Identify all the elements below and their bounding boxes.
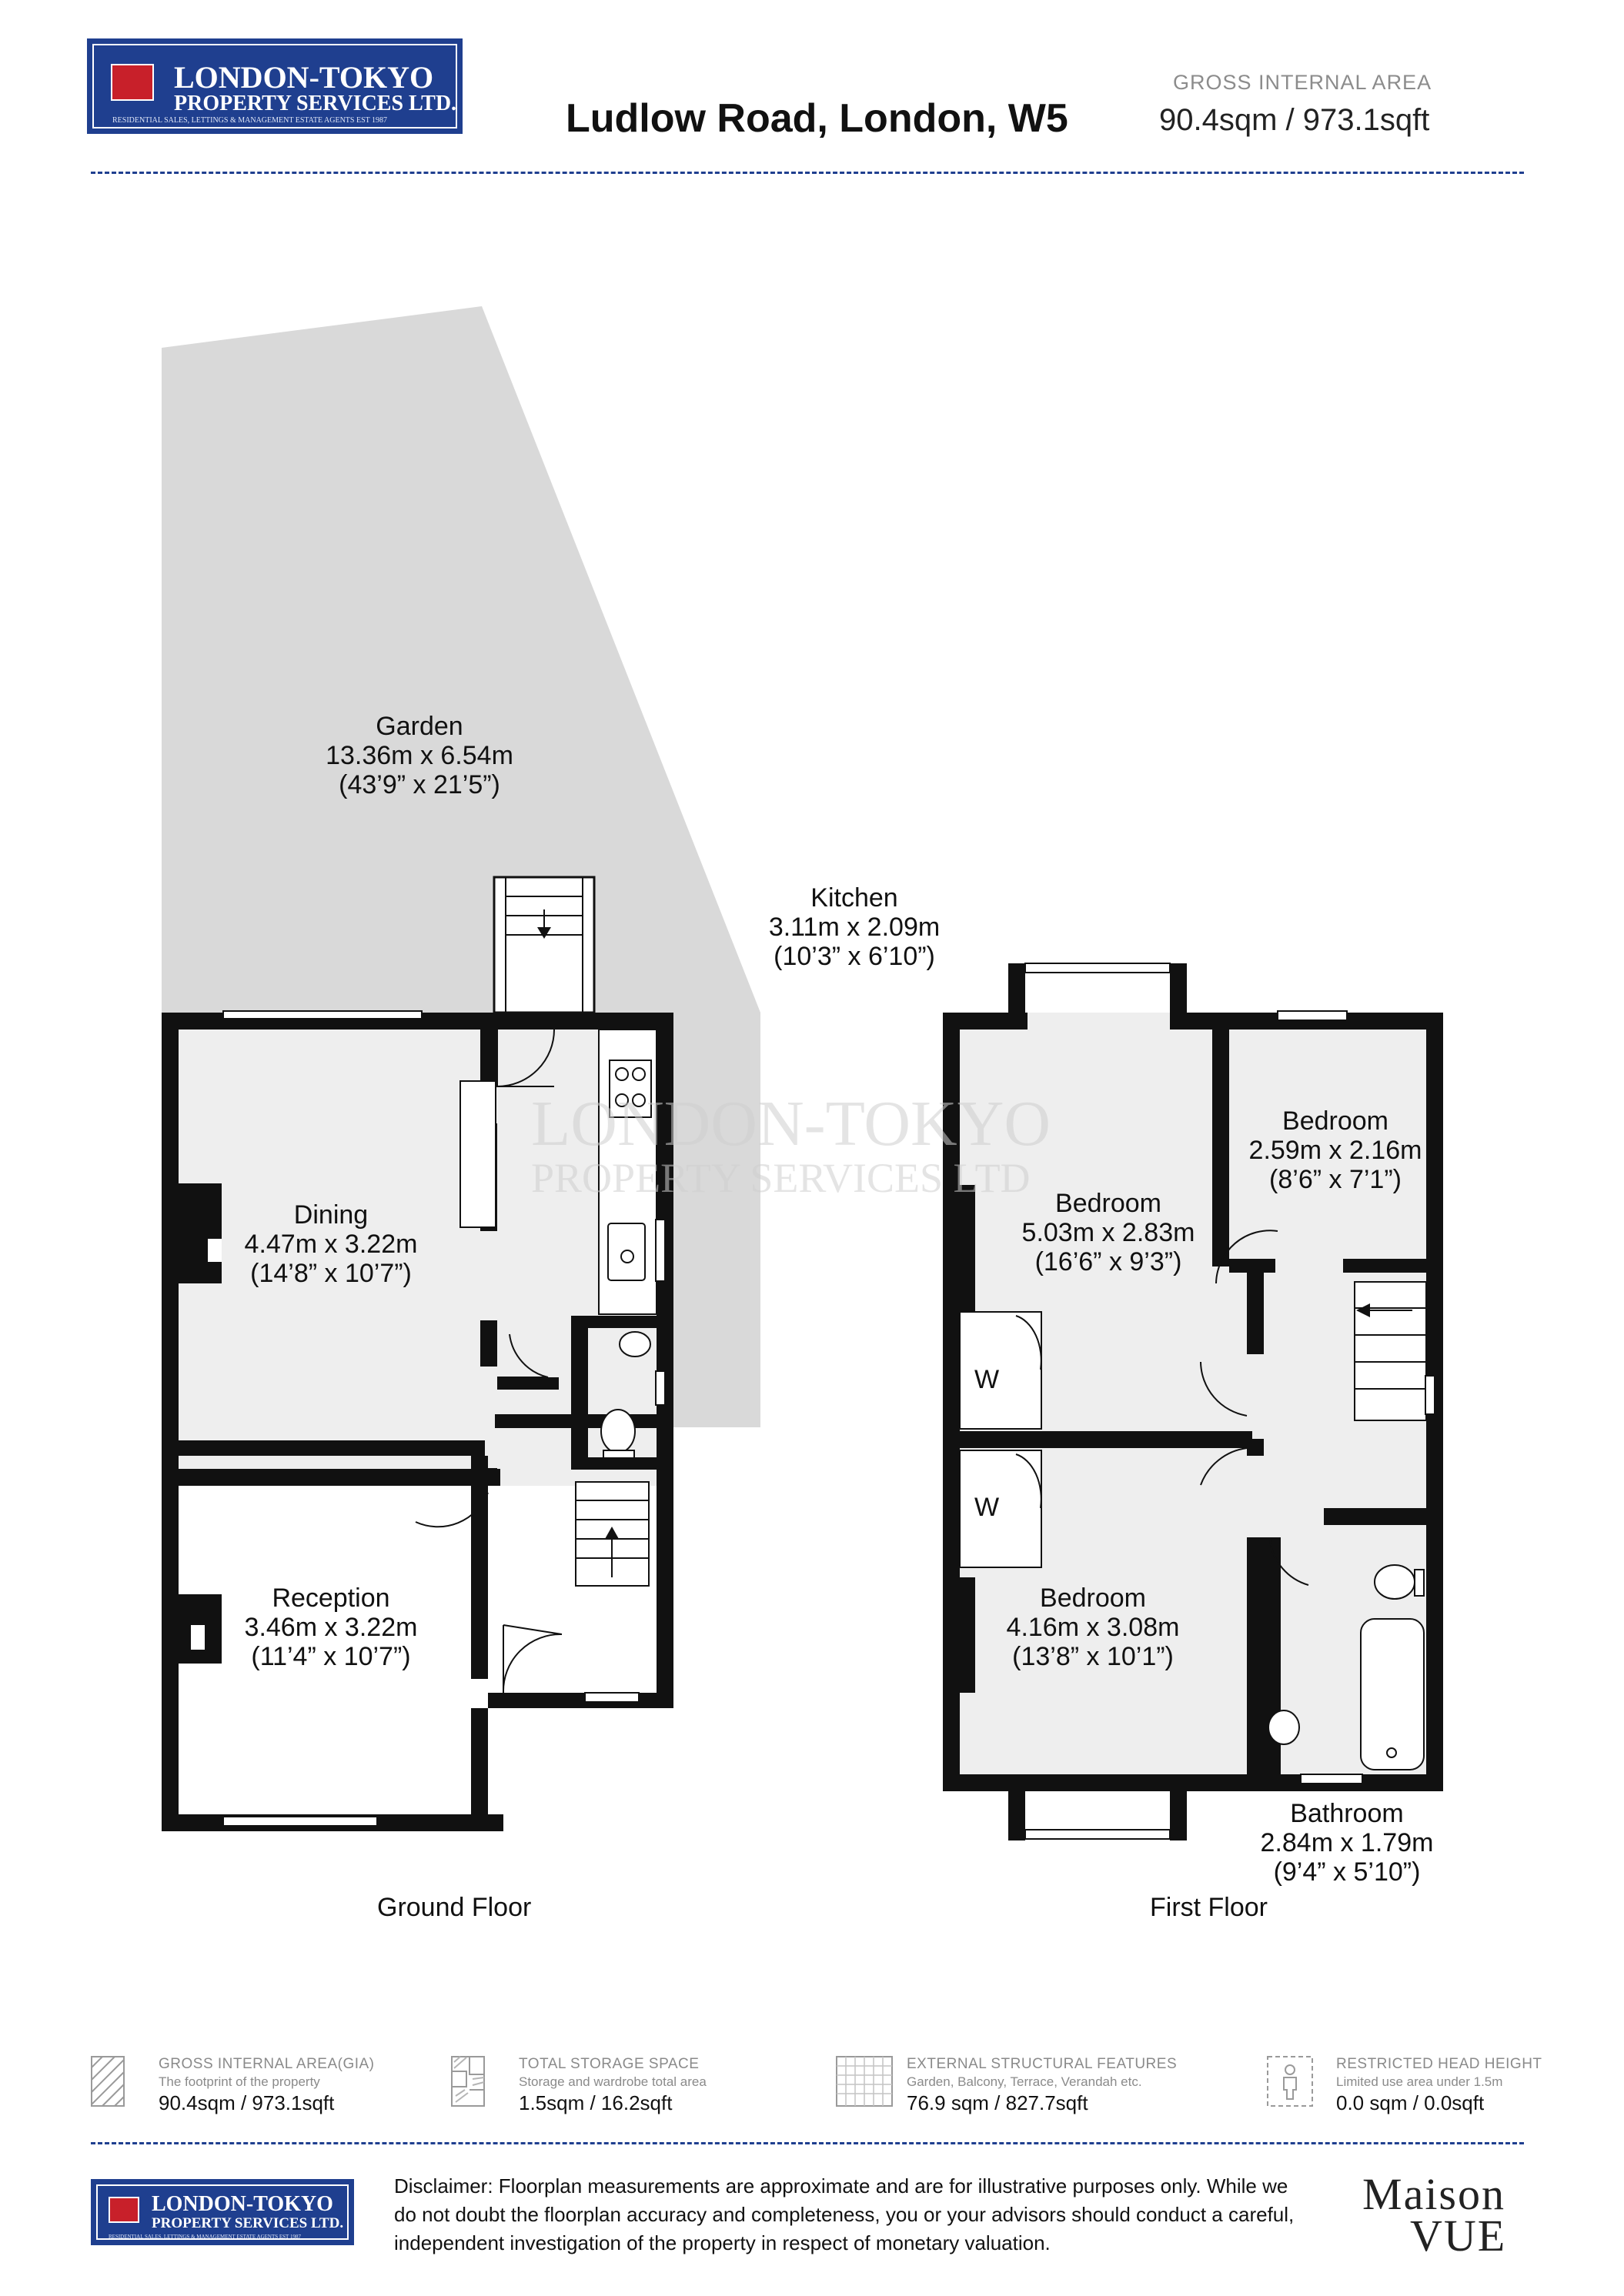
wardrobe-label-rear: W bbox=[974, 1493, 1000, 1522]
room-metric: 3.11m x 2.09m bbox=[768, 913, 941, 942]
room-label-bedroom-rear: Bedroom 4.16m x 3.08m (13’8” x 10’1”) bbox=[962, 1584, 1224, 1671]
room-label-bathroom: Bathroom 2.84m x 1.79m (9’4” x 5’10”) bbox=[1220, 1799, 1474, 1887]
ground-floor bbox=[162, 1010, 673, 1831]
room-imperial: (10’3” x 6’10”) bbox=[774, 942, 935, 971]
logo-name-line1: LONDON-TOKYO bbox=[174, 60, 434, 95]
room-metric: 5.03m x 2.83m bbox=[1021, 1218, 1195, 1247]
company-logo-top[interactable]: LONDON-TOKYO PROPERTY SERVICES LTD. RESI… bbox=[87, 38, 463, 134]
room-label-bedroom-front: Bedroom 5.03m x 2.83m (16’6” x 9’3”) bbox=[977, 1189, 1239, 1276]
wardrobe-label-front: W bbox=[974, 1365, 1000, 1394]
legend-value: 0.0 sqm / 0.0sqft bbox=[1336, 2091, 1485, 2114]
hatch-icon bbox=[91, 2056, 125, 2107]
room-metric: 13.36m x 6.54m bbox=[326, 741, 513, 770]
legend-sub: Garden, Balcony, Terrace, Verandah etc. bbox=[907, 2074, 1142, 2089]
room-metric: 4.47m x 3.22m bbox=[244, 1230, 418, 1259]
person-icon bbox=[1267, 2056, 1313, 2107]
logo-tagline: RESIDENTIAL SALES, LETTINGS & MANAGEMENT… bbox=[109, 2234, 301, 2240]
legend-title: RESTRICTED HEAD HEIGHT bbox=[1336, 2056, 1542, 2072]
first-floor bbox=[943, 963, 1443, 1840]
brand-line1: Maison bbox=[1362, 2169, 1505, 2219]
room-label-reception: Reception 3.46m x 3.22m (11’4” x 10’7”) bbox=[177, 1584, 485, 1671]
legend-value: 76.9 sqm / 827.7sqft bbox=[907, 2091, 1088, 2114]
header-divider bbox=[91, 172, 1524, 174]
logo-tagline: RESIDENTIAL SALES, LETTINGS & MANAGEMENT… bbox=[112, 116, 388, 125]
room-imperial: (9’4” x 5’10”) bbox=[1273, 1857, 1421, 1887]
room-name: Dining bbox=[293, 1200, 369, 1230]
room-imperial: (13’8” x 10’1”) bbox=[1012, 1642, 1174, 1671]
room-metric: 2.59m x 2.16m bbox=[1248, 1136, 1422, 1165]
grid-icon bbox=[836, 2056, 893, 2107]
legend-title: EXTERNAL STRUCTURAL FEATURES bbox=[907, 2056, 1178, 2072]
garden-steps bbox=[493, 876, 596, 1014]
page-title-address: Ludlow Road, London, W5 bbox=[566, 96, 1068, 141]
reception-window bbox=[222, 1816, 378, 1827]
legend-item-restricted: RESTRICTED HEAD HEIGHT Limited use area … bbox=[1267, 2056, 1544, 2117]
logo-name-line2: PROPERTY SERVICES LTD. bbox=[174, 92, 457, 115]
room-label-bedroom-small: Bedroom 2.59m x 2.16m (8’6” x 7’1”) bbox=[1208, 1106, 1462, 1194]
legend-title: TOTAL STORAGE SPACE bbox=[519, 2056, 700, 2072]
room-imperial: (16’6” x 9’3”) bbox=[1034, 1247, 1182, 1276]
brand-line2: VUE bbox=[1410, 2211, 1507, 2261]
legend-item-external: EXTERNAL STRUCTURAL FEATURES Garden, Bal… bbox=[836, 2056, 1182, 2117]
room-name: Kitchen bbox=[810, 883, 898, 913]
room-label-kitchen: Kitchen 3.11m x 2.09m (10’3” x 6’10”) bbox=[700, 883, 1008, 971]
legend-sub: Limited use area under 1.5m bbox=[1336, 2074, 1503, 2089]
floor-label-first: First Floor bbox=[1150, 1893, 1268, 1922]
gia-value: 90.4sqm / 973.1sqft bbox=[1159, 103, 1430, 137]
dining-window bbox=[222, 1010, 423, 1020]
room-imperial: (14’8” x 10’7”) bbox=[250, 1259, 412, 1288]
company-logo-bottom[interactable]: LONDON-TOKYO PROPERTY SERVICES LTD. RESI… bbox=[91, 2179, 354, 2245]
room-metric: 2.84m x 1.79m bbox=[1260, 1828, 1434, 1857]
disclaimer-text: Disclaimer: Floorplan measurements are a… bbox=[394, 2174, 1295, 2254]
room-name: Reception bbox=[272, 1584, 390, 1613]
room-label-dining: Dining 4.47m x 3.22m (14’8” x 10’7”) bbox=[177, 1200, 485, 1288]
room-name: Bedroom bbox=[1282, 1106, 1388, 1136]
storage-icon bbox=[451, 2056, 485, 2107]
room-imperial: (8’6” x 7’1”) bbox=[1269, 1165, 1402, 1194]
room-imperial: (43’9” x 21’5”) bbox=[339, 770, 500, 799]
logo-name-line1: LONDON-TOKYO bbox=[152, 2192, 333, 2216]
room-name: Bedroom bbox=[1055, 1189, 1161, 1218]
room-metric: 3.46m x 3.22m bbox=[244, 1613, 418, 1642]
legend-sub: Storage and wardrobe total area bbox=[519, 2074, 707, 2089]
crest-icon bbox=[109, 2197, 139, 2223]
ground-outer-wall-left bbox=[162, 1013, 179, 1486]
gia-label: GROSS INTERNAL AREA bbox=[1173, 71, 1432, 94]
watermark-line2: PROPERTY SERVICES LTD bbox=[531, 1155, 1031, 1201]
crest-icon bbox=[111, 64, 154, 101]
legend-item-gia: GROSS INTERNAL AREA(GIA) The footprint o… bbox=[91, 2056, 399, 2117]
footer-divider bbox=[91, 2142, 1524, 2144]
wardrobe-rear bbox=[959, 1450, 1042, 1568]
room-metric: 4.16m x 3.08m bbox=[1006, 1613, 1180, 1642]
ground-outer-wall-bottom bbox=[162, 1469, 500, 1486]
floor-label-ground: Ground Floor bbox=[377, 1893, 532, 1922]
room-label-garden: Garden 13.36m x 6.54m (43’9” x 21’5”) bbox=[266, 712, 573, 799]
legend-title: GROSS INTERNAL AREA(GIA) bbox=[159, 2056, 375, 2072]
room-name: Bathroom bbox=[1290, 1799, 1404, 1828]
watermark-line1: LONDON-TOKYO bbox=[531, 1088, 1051, 1160]
wardrobe-front bbox=[959, 1311, 1042, 1430]
room-name: Garden bbox=[376, 712, 463, 741]
legend-value: 1.5sqm / 16.2sqft bbox=[519, 2091, 673, 2114]
legend-sub: The footprint of the property bbox=[159, 2074, 320, 2089]
legend-value: 90.4sqm / 973.1sqft bbox=[159, 2091, 335, 2114]
logo-name-line2: PROPERTY SERVICES LTD. bbox=[152, 2215, 344, 2231]
room-imperial: (11’4” x 10’7”) bbox=[251, 1642, 411, 1671]
legend-item-storage: TOTAL STORAGE SPACE Storage and wardrobe… bbox=[451, 2056, 759, 2117]
room-name: Bedroom bbox=[1040, 1584, 1146, 1613]
